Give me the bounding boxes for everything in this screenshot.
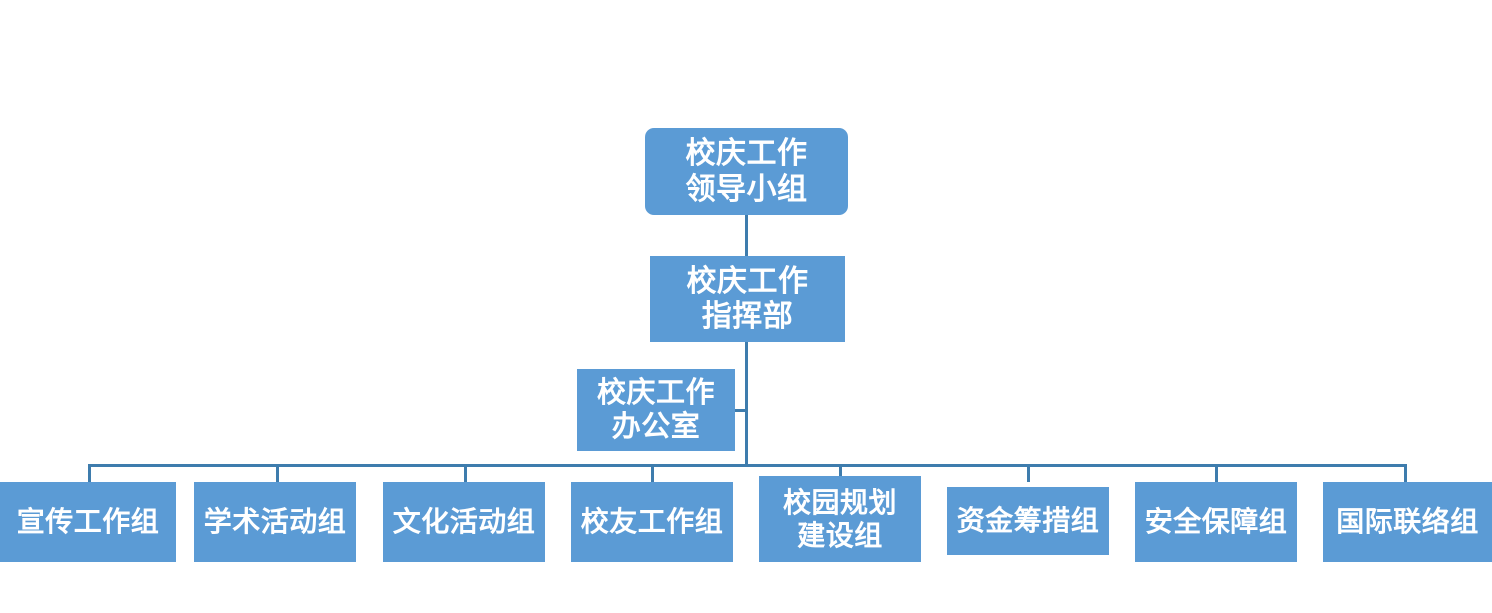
connector-drop-campus-plan: [839, 464, 842, 482]
connector-distribution-bar: [88, 464, 1407, 467]
connector-drop-intl-liaison: [1404, 464, 1407, 482]
connector-drop-academic: [276, 464, 279, 482]
node-culture-group[interactable]: 文化活动组: [383, 482, 545, 562]
node-academic-group[interactable]: 学术活动组: [194, 482, 356, 562]
node-alumni-group[interactable]: 校友工作组: [571, 482, 733, 562]
node-office[interactable]: 校庆工作 办公室: [577, 369, 735, 451]
node-command-dept[interactable]: 校庆工作 指挥部: [650, 256, 845, 342]
node-campus-plan-group[interactable]: 校园规划 建设组: [759, 476, 921, 562]
node-leading-group[interactable]: 校庆工作 领导小组: [645, 128, 848, 215]
connector-leading-to-command: [745, 215, 748, 257]
connector-drop-security: [1215, 464, 1218, 482]
connector-office-stub: [733, 409, 747, 412]
connector-drop-alumni: [651, 464, 654, 482]
node-security-group[interactable]: 安全保障组: [1135, 482, 1297, 562]
connector-drop-funding: [1027, 464, 1030, 482]
connector-command-trunk: [745, 342, 748, 466]
connector-drop-culture: [464, 464, 467, 482]
node-publicity-group[interactable]: 宣传工作组: [0, 482, 176, 562]
node-funding-group[interactable]: 资金筹措组: [947, 487, 1109, 555]
connector-drop-publicity: [88, 464, 91, 482]
node-intl-liaison-group[interactable]: 国际联络组: [1323, 482, 1492, 562]
